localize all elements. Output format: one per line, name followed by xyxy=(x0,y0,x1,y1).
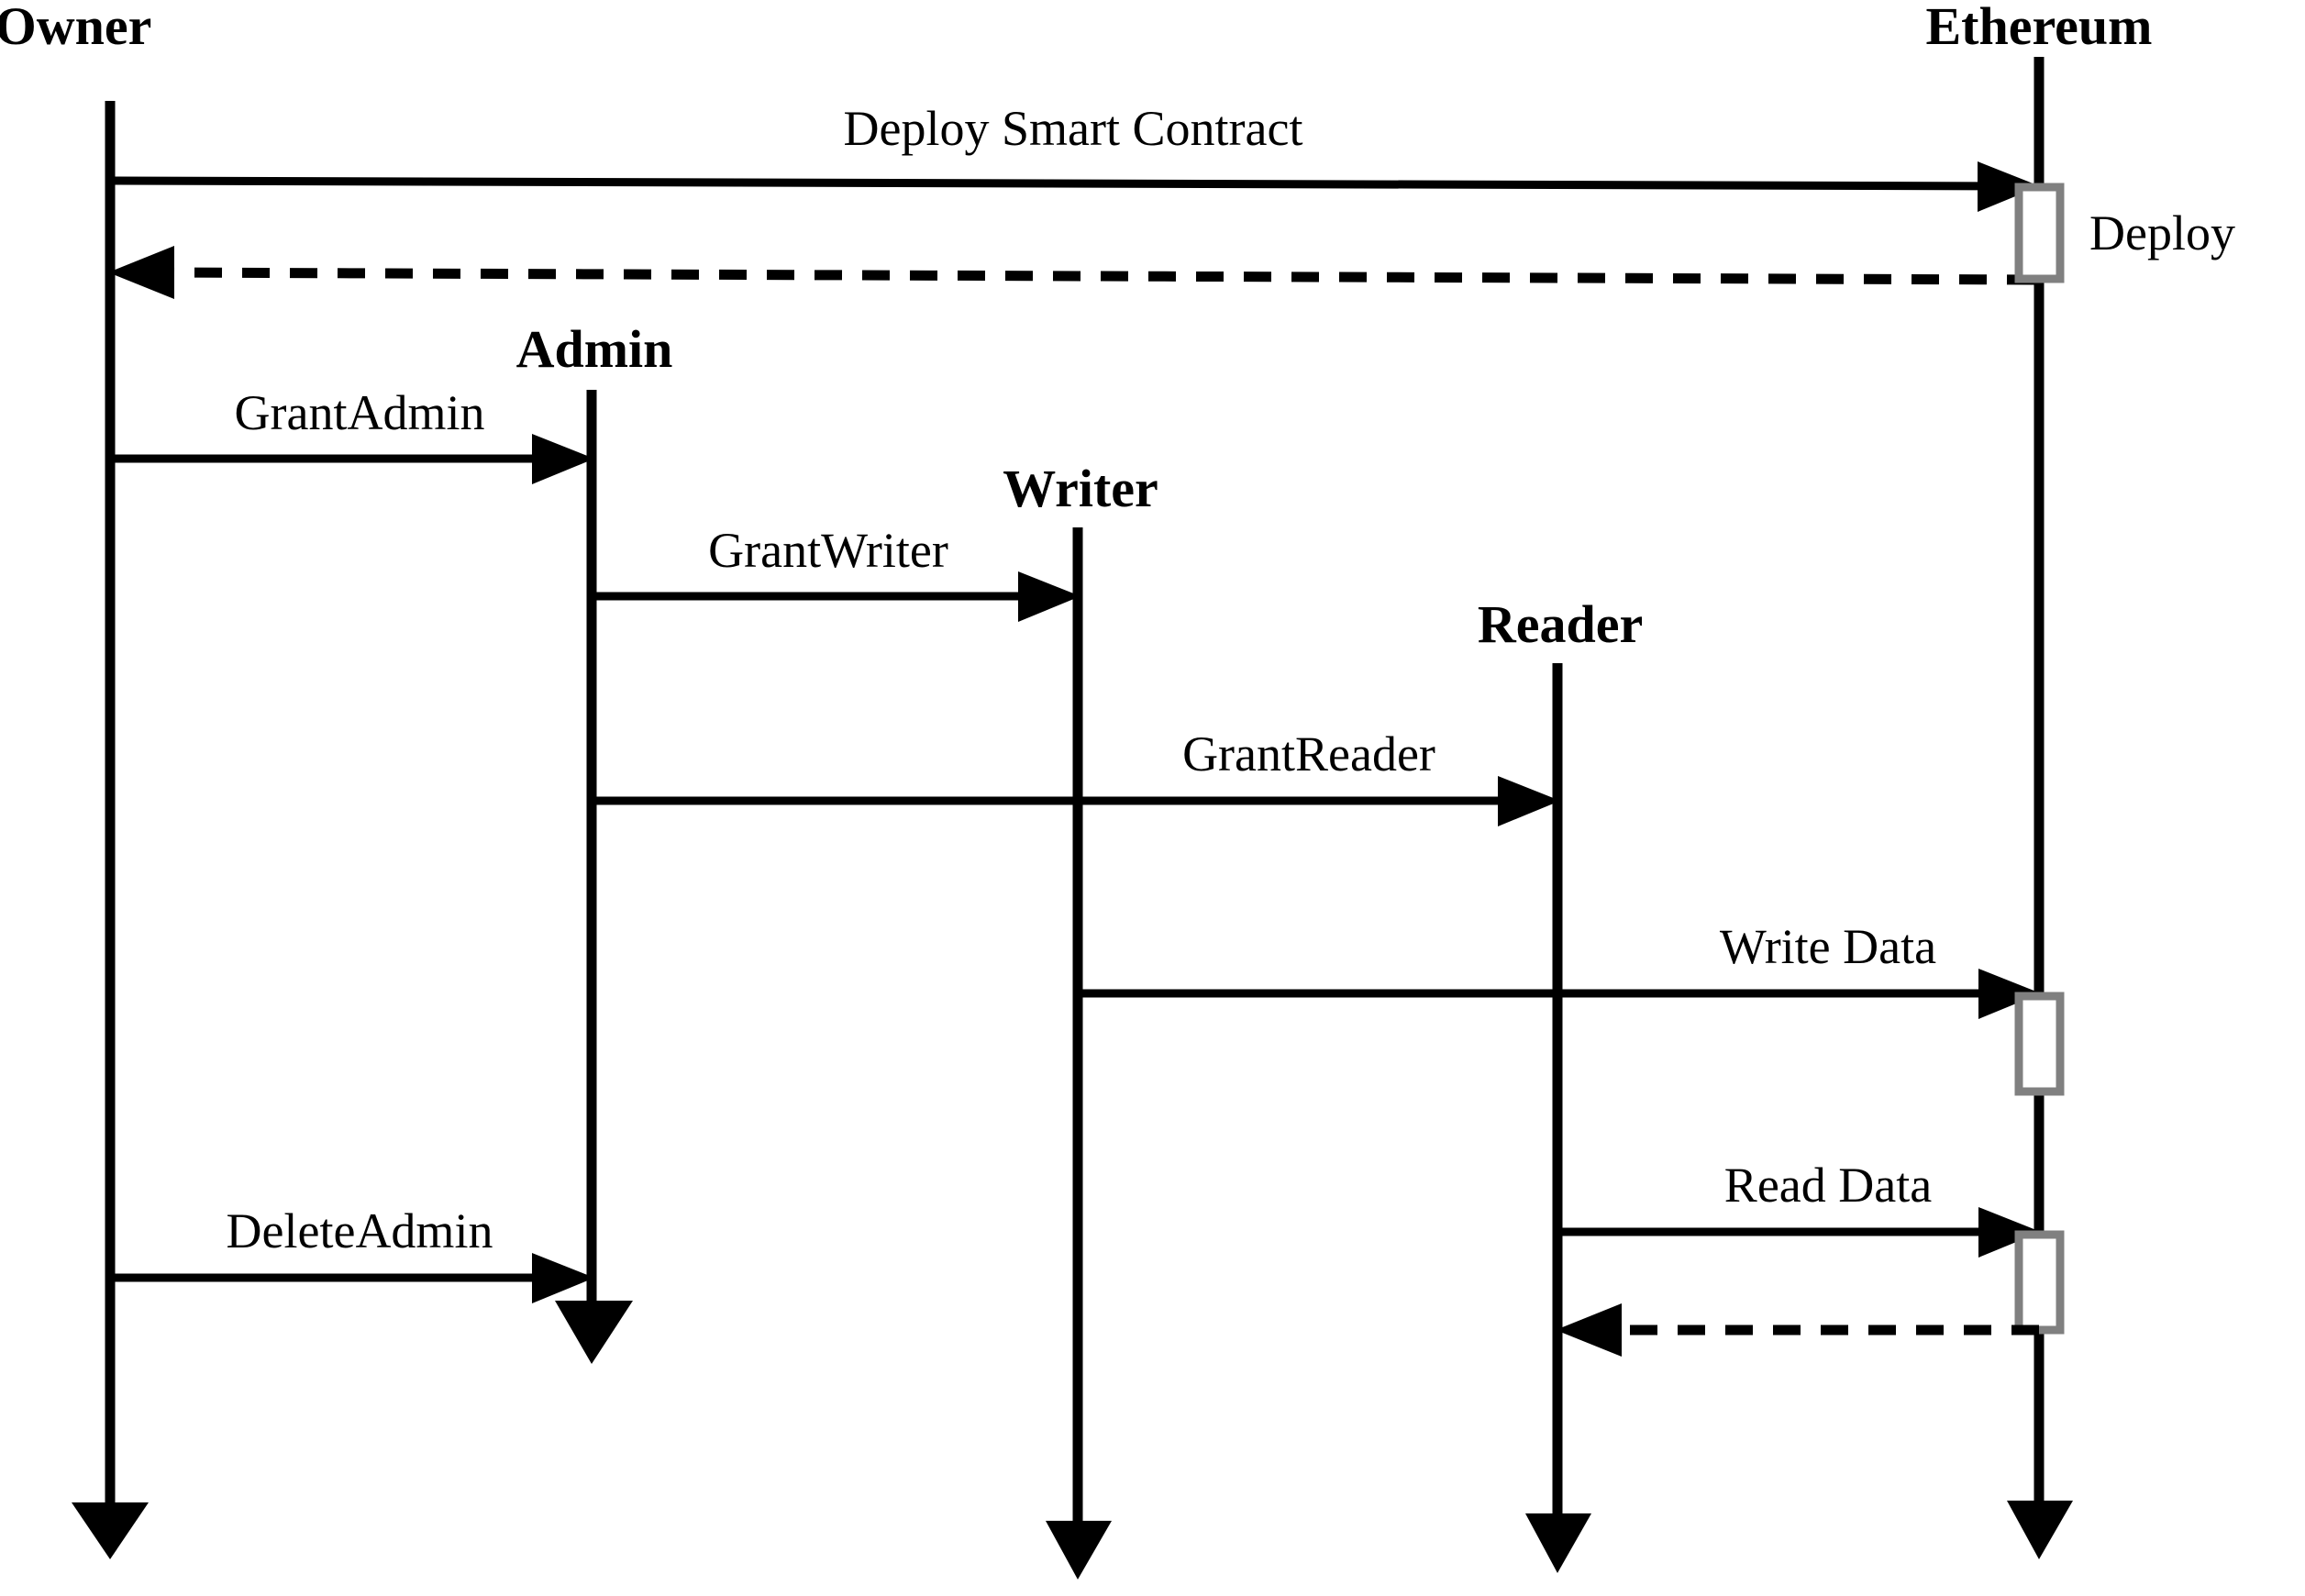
lifeline-terminators-group xyxy=(72,1301,2073,1579)
message-write-data[interactable]: Write Data xyxy=(1078,919,2041,1019)
message-grant-admin[interactable]: GrantAdmin xyxy=(110,385,594,484)
message-deploy-smart-contract[interactable]: Deploy Smart Contract xyxy=(109,101,2040,212)
message-grant-writer[interactable]: GrantWriter xyxy=(592,523,1080,622)
message-delete-admin[interactable]: DeleteAdmin xyxy=(110,1203,594,1303)
activation-write-data xyxy=(2014,992,2065,1096)
grant-reader-arrowhead xyxy=(1498,776,1560,826)
delete-admin-arrowhead xyxy=(532,1253,594,1303)
deploy-return-arrowhead xyxy=(108,246,174,299)
deploy-return-line xyxy=(150,267,2035,285)
write-data-activation-box xyxy=(2014,992,2065,1096)
deploy-smart-contract-label: Deploy Smart Contract xyxy=(844,101,1303,156)
message-read-data[interactable]: Read Data xyxy=(1557,1158,2041,1258)
read-data-label: Read Data xyxy=(1724,1158,1932,1213)
read-data-arrowhead xyxy=(1978,1207,2041,1258)
grant-admin-arrowhead xyxy=(532,434,594,484)
read-data-return-arrowhead xyxy=(1556,1303,1622,1357)
write-data-arrowhead xyxy=(1978,969,2041,1019)
deploy-smart-contract-arrowhead xyxy=(1978,161,2040,212)
grant-writer-label: GrantWriter xyxy=(708,523,948,578)
admin-terminator-arrow xyxy=(555,1301,633,1364)
grant-writer-arrowhead xyxy=(1018,571,1080,622)
message-read-data-return[interactable] xyxy=(1556,1303,2039,1357)
actor-label-admin: Admin xyxy=(516,319,673,379)
ethereum-terminator-arrow xyxy=(2007,1501,2073,1559)
grant-reader-label: GrantReader xyxy=(1182,726,1435,781)
actor-label-ethereum: Ethereum xyxy=(1925,0,2152,56)
grant-admin-label: GrantAdmin xyxy=(235,385,485,440)
actor-label-writer: Writer xyxy=(1003,459,1158,518)
reader-terminator-arrow xyxy=(1525,1513,1591,1573)
writer-terminator-arrow xyxy=(1046,1521,1112,1579)
activation-deploy: Deploy xyxy=(2014,183,2235,283)
activation-read-data xyxy=(2014,1230,2065,1335)
message-grant-reader[interactable]: GrantReader xyxy=(592,726,1560,826)
read-data-activation-box xyxy=(2014,1230,2065,1335)
actor-label-owner: Owner xyxy=(0,0,151,56)
deploy-activation-box xyxy=(2014,183,2065,283)
actor-label-reader: Reader xyxy=(1478,594,1643,654)
write-data-label: Write Data xyxy=(1720,919,1936,974)
deploy-smart-contract-line xyxy=(109,176,2014,191)
message-deploy-return[interactable] xyxy=(108,246,2035,299)
delete-admin-label: DeleteAdmin xyxy=(227,1203,493,1258)
deploy-activation-label: Deploy xyxy=(2089,205,2235,260)
actor-labels-group: Owner Admin Writer Reader Ethereum xyxy=(0,0,2153,654)
owner-terminator-arrow xyxy=(72,1502,149,1559)
